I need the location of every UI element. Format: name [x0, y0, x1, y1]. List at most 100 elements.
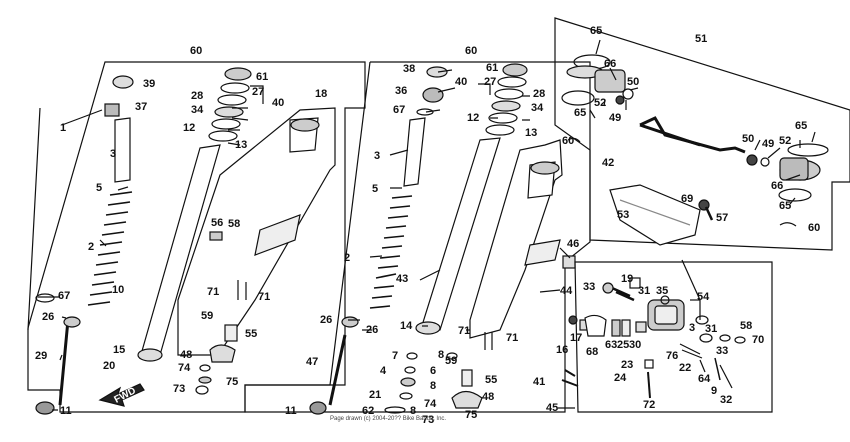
part-label-11a: 11: [60, 405, 72, 417]
part-label-19: 19: [621, 273, 634, 285]
part-label-55b: 55: [485, 374, 498, 386]
part-label-10: 10: [112, 284, 125, 296]
caliper-panel: [558, 259, 773, 413]
part-label-74b: 74: [424, 398, 437, 410]
part-label-28b: 28: [533, 88, 546, 100]
part-label-21: 21: [369, 389, 382, 401]
part-label-45: 45: [546, 402, 559, 414]
part-label-2b: 2: [344, 252, 351, 264]
part-label-8a: 8: [438, 349, 445, 361]
part-label-52b: 52: [779, 135, 792, 147]
part-label-63: 63: [605, 339, 618, 351]
part-label-18: 18: [315, 88, 328, 100]
part-label-40b: 40: [455, 76, 468, 88]
part-label-34a: 34: [191, 104, 204, 116]
part-label-5a: 5: [96, 182, 103, 194]
part-label-60a: 60: [190, 45, 203, 57]
part-label-25: 25: [617, 339, 630, 351]
part-label-61a: 61: [256, 71, 269, 83]
part-label-31a: 31: [638, 285, 651, 297]
part-label-66a: 66: [604, 58, 617, 70]
part-label-37: 37: [135, 101, 148, 113]
left-fork-panel: [27, 61, 366, 415]
part-label-50a: 50: [627, 76, 640, 88]
part-label-73b: 73: [422, 414, 435, 426]
part-label-59b: 59: [445, 355, 458, 367]
fork-spring-left: [87, 191, 133, 306]
part-label-53: 53: [617, 209, 630, 221]
part-label-27b: 27: [484, 76, 497, 88]
part-label-59a: 59: [201, 310, 214, 322]
part-label-13b: 13: [525, 127, 538, 139]
part-label-71c: 71: [458, 325, 471, 337]
part-label-42: 42: [602, 157, 615, 169]
part-label-32: 32: [720, 394, 733, 406]
part-label-28a: 28: [191, 90, 204, 102]
part-label-73a: 73: [173, 383, 186, 395]
part-label-30: 30: [629, 339, 642, 351]
part-label-56: 56: [211, 217, 224, 229]
part-label-49b: 49: [762, 138, 775, 150]
part-label-26c: 26: [366, 324, 379, 336]
part-label-72: 72: [643, 399, 656, 411]
part-label-48b: 48: [482, 391, 495, 403]
part-label-76: 76: [666, 350, 679, 362]
part-label-33a: 33: [583, 281, 596, 293]
part-label-6: 6: [430, 365, 437, 377]
part-label-49a: 49: [609, 112, 622, 124]
part-label-15: 15: [113, 344, 126, 356]
right-fork-panel: [244, 61, 591, 415]
part-label-41: 41: [533, 376, 546, 388]
part-label-4: 4: [380, 365, 387, 377]
part-label-66b: 66: [771, 180, 784, 192]
part-label-60d: 60: [562, 135, 575, 147]
part-label-8c: 8: [410, 405, 417, 417]
part-label-16: 16: [556, 344, 569, 356]
part-label-65d: 65: [779, 200, 792, 212]
fork-cap-39: [112, 75, 134, 89]
part-label-3b: 3: [374, 150, 381, 162]
part-label-31b: 31: [705, 323, 718, 335]
part-label-67b: 67: [393, 104, 406, 116]
part-label-55a: 55: [245, 328, 258, 340]
part-label-47: 47: [306, 356, 319, 368]
part-label-65c: 65: [795, 120, 808, 132]
part-label-60b: 60: [465, 45, 478, 57]
part-label-39: 39: [143, 78, 156, 90]
part-label-2a: 2: [88, 241, 95, 253]
part-label-1: 1: [60, 122, 67, 134]
part-label-70: 70: [752, 334, 765, 346]
part-label-67a: 67: [58, 290, 71, 302]
part-label-43: 43: [396, 273, 409, 285]
part-label-60c: 60: [808, 222, 821, 234]
part-label-9: 9: [711, 385, 718, 397]
part-label-51: 51: [695, 33, 708, 45]
part-label-57: 57: [716, 212, 729, 224]
part-label-58a: 58: [228, 218, 241, 230]
part-label-71a: 71: [207, 286, 220, 298]
part-label-12a: 12: [183, 122, 196, 134]
part-label-33b: 33: [716, 345, 729, 357]
part-label-71b: 71: [258, 291, 271, 303]
part-label-3a: 3: [110, 148, 117, 160]
part-label-7: 7: [392, 350, 399, 362]
part-label-75b: 75: [465, 409, 478, 421]
part-label-48a: 48: [180, 349, 193, 361]
part-label-68: 68: [586, 346, 599, 358]
part-label-65a: 65: [590, 25, 603, 37]
part-label-34b: 34: [531, 102, 544, 114]
part-label-22: 22: [679, 362, 692, 374]
part-label-35: 35: [656, 285, 669, 297]
fork-spring-right: [369, 195, 413, 309]
part-label-29: 29: [35, 350, 48, 362]
part-label-20: 20: [103, 360, 116, 372]
part-label-71d: 71: [506, 332, 519, 344]
part-label-11b: 11: [285, 405, 297, 417]
part-label-50b: 50: [742, 133, 755, 145]
part-label-3c: 3: [689, 322, 696, 334]
part-label-26a: 26: [42, 311, 55, 323]
part-label-36: 36: [395, 85, 408, 97]
copyright-notice: Page drawn (c) 2004-20?? Bike Bandit, In…: [330, 416, 447, 422]
